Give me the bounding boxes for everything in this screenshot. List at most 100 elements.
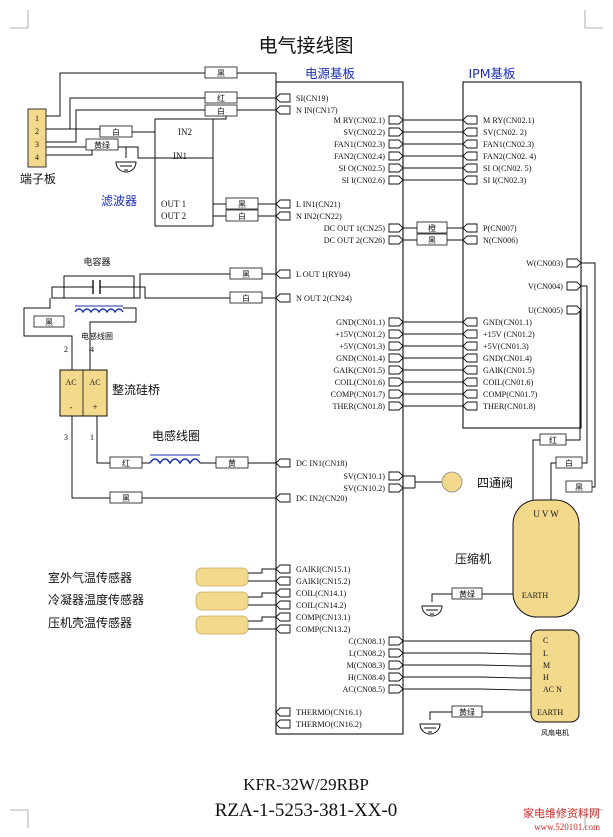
sensors: 室外气温传感器 冷凝器温度传感器 压机壳温传感器: [48, 567, 276, 635]
compressor: U V W EARTH 压缩机: [455, 499, 580, 618]
ipm-power-connector-label: +5V(CN01.3): [483, 342, 529, 351]
sensor-condenser-temp-label: 冷凝器温度传感器: [48, 592, 144, 607]
ipm-power-connector-label: +15V (CN01.2): [483, 330, 535, 339]
crop-marks: [10, 10, 603, 828]
connector-pin: [275, 293, 291, 303]
ipm-power-connector-label: GAIK(CN01.5): [483, 366, 535, 375]
main-signal-connector-label: M RY(CN02.1): [334, 116, 386, 125]
power-board-left-connectors: SI(CN19)N IN(CN17)L IN1(CN21)N IN2(CN22)…: [275, 93, 362, 729]
connector-pin: [388, 175, 404, 185]
main-fan-connector-label: L(CN08.2): [349, 649, 385, 658]
board-interconnect-wires: [403, 119, 531, 691]
ipm-power-connector-label: GND(CN01.1): [483, 318, 532, 327]
main-sv-connector-label: SV(CN10.2): [343, 484, 385, 493]
main-signal-connector-label: FAN2(CN02.4): [334, 152, 385, 161]
connector-pin: [388, 377, 404, 387]
ipm-power-connector-label: GND(CN01.4): [483, 354, 532, 363]
connector-pin: [275, 493, 291, 503]
rectifier-bridge: AC AC - + 整流硅桥 2 4 3 1: [59, 345, 160, 442]
connector-pin: [388, 139, 404, 149]
connector-pin: [275, 600, 291, 610]
main-sensor-connector-label: COMP(CN13.2): [296, 625, 351, 634]
rectifier-pin-number-2: 2: [64, 345, 68, 354]
terminal-block: 1 2 3 4 端子板: [20, 108, 56, 186]
ipm-pn-connector-label: P(CN007): [483, 224, 517, 233]
main-top-connector-label: N IN(CN17): [296, 106, 338, 115]
connector-pin: [388, 365, 404, 375]
connector-pin: [462, 329, 478, 339]
main-out-connector-label: L OUT 1(RY04): [296, 270, 350, 279]
connector-pin: [388, 483, 404, 493]
connector-pin: [275, 564, 291, 574]
wire-tag-white: 白: [217, 106, 225, 116]
filter-pin-out1: OUT 1: [161, 199, 186, 209]
connector-pin: [566, 281, 582, 291]
wire-tag-black: 黑: [575, 483, 583, 492]
main-fan-connector-label: AC(CN08.5): [342, 685, 385, 694]
fan-earth: EARTH: [537, 708, 563, 717]
connector-pin: [275, 199, 291, 209]
sensor-compressor-shell-label: 压机壳温传感器: [48, 615, 132, 630]
diagram-title: 电气接线图: [258, 35, 353, 57]
wire-color-tags-earth: 黄绿 黄绿: [451, 587, 483, 718]
wire-tag-yellow-green: 黄绿: [94, 140, 110, 150]
ipm-board-left-connectors: M RY(CN02.1)SV(CN02. 2)FAN1(CN02.3)FAN2(…: [462, 115, 538, 411]
connector-pin: [275, 612, 291, 622]
connector-pin: [462, 235, 478, 245]
ground-icon: [115, 147, 137, 173]
wire-tag-white: 白: [238, 211, 246, 221]
model-number: KFR-32W/29RBP: [243, 775, 369, 794]
main-signal-connector-label: SV(CN02.2): [343, 128, 385, 137]
main-sv-connector-label: SV(CN10.1): [343, 472, 385, 481]
fan-wire: [403, 688, 531, 691]
compressor-earth: EARTH: [522, 591, 548, 600]
connector-pin: [388, 317, 404, 327]
rectifier-pin-ac1: AC: [65, 378, 76, 387]
wire-color-tags-compressor: 红 白 黑: [539, 433, 593, 493]
wire-tag-black: 黑: [242, 270, 250, 279]
inductor-small-label: 电感线圈: [81, 331, 113, 341]
rectifier-pin-minus: -: [70, 402, 73, 412]
connector-pin: [462, 175, 478, 185]
ipm-signal-connector-label: SI O(CN02. 5): [483, 164, 532, 173]
fan-wire: [403, 676, 531, 679]
connector-pin: [275, 269, 291, 279]
wire-tag-white: 白: [112, 127, 120, 137]
wire-tag-yellow-green: 黄绿: [459, 589, 475, 599]
main-out-connector-label: N OUT 2(CN24): [296, 294, 352, 303]
main-power-connector-label: COIL(CN01.6): [335, 378, 386, 387]
connector-pin: [275, 211, 291, 221]
main-top-connector-label: SI(CN19): [296, 94, 329, 103]
connector-pin: [462, 115, 478, 125]
connector-pin: [275, 105, 291, 115]
ipm-board-right-connectors: W(CN003)V(CN004)U(CN005): [526, 258, 582, 315]
compressor-pins: U V W: [533, 509, 559, 519]
filter: IN2 IN1 OUT 1 OUT 2 滤波器: [101, 118, 214, 227]
connector-pin: [388, 684, 404, 694]
main-dcout-connector-label: DC OUT 1(CN25): [324, 224, 386, 233]
terminal-label: 端子板: [20, 172, 56, 186]
fan-motor: C L M H AC N EARTH 风扇电机: [530, 629, 580, 737]
wire-color-tags-input: 黑 红 白 白 黄绿 黑 白: [85, 66, 259, 222]
main-power-connector-label: +15V(CN01.2): [335, 330, 385, 339]
main-sensor-connector-label: GAIKI(CN15.1): [296, 565, 351, 574]
ipm-output-connector-label: V(CN004): [528, 282, 563, 291]
main-sensor-connector-label: COIL(CN14.2): [296, 601, 347, 610]
wire-tag-white: 白: [242, 293, 250, 303]
connector-pin: [566, 258, 582, 268]
main-power-connector-label: THER(CN01.8): [332, 402, 385, 411]
wire-tag-black: 黑: [428, 236, 436, 245]
connector-pin: [275, 624, 291, 634]
filter-pin-in1: IN1: [173, 151, 187, 161]
power-board-label: 电源基板: [305, 66, 356, 81]
connector-pin: [388, 163, 404, 173]
connector-pin: [462, 163, 478, 173]
watermark-site-name: 家电维修资料网: [523, 806, 600, 820]
main-fan-connector-label: C(CN08.1): [348, 637, 385, 646]
connector-pin: [275, 458, 291, 468]
connector-pin: [275, 707, 291, 717]
wire-color-tags-rect: 黑 白 黑 红 黄 黑: [33, 267, 263, 504]
wire-tag-yellow-green: 黄绿: [459, 707, 475, 717]
ipm-signal-connector-label: SI I(CN02.3): [483, 176, 526, 185]
